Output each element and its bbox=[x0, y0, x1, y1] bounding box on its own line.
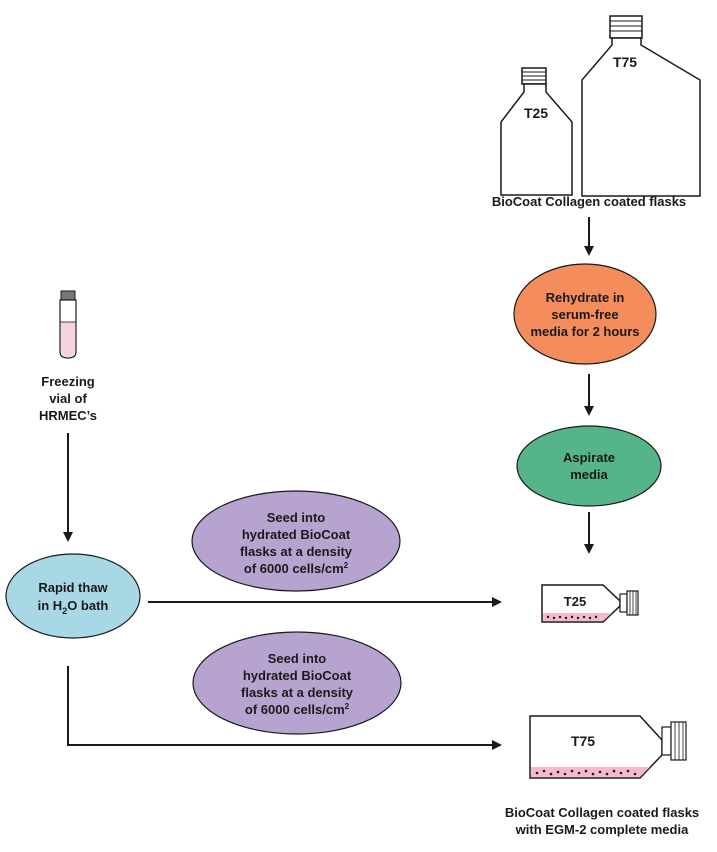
seed1-line3: flasks at a density bbox=[240, 544, 353, 559]
t75-lying-flask: T75 bbox=[529, 715, 687, 779]
seed1-line4: of 6000 cells/cm2 bbox=[244, 561, 349, 576]
t25-upright-label: T25 bbox=[524, 105, 548, 121]
seed-step-t75: Seed into hydrated BioCoat flasks at a d… bbox=[192, 631, 402, 735]
rehydrate-line1: Rehydrate in bbox=[546, 290, 625, 305]
thaw-step: Rapid thaw in H2O bath bbox=[5, 553, 141, 639]
aspirate-oval bbox=[516, 425, 662, 507]
vial-liquid bbox=[61, 322, 75, 357]
top-flasks-caption: BioCoat Collagen coated flasks bbox=[492, 194, 686, 209]
seed2-line4: of 6000 cells/cm2 bbox=[245, 702, 350, 717]
aspirate-line2: media bbox=[570, 467, 608, 482]
seed-step-t25: Seed into hydrated BioCoat flasks at a d… bbox=[191, 490, 401, 592]
bottom-caption-line1: BioCoat Collagen coated flasks bbox=[505, 805, 699, 820]
rehydrate-oval bbox=[513, 263, 657, 365]
seed1-line2: hydrated BioCoat bbox=[242, 527, 351, 542]
seed2-line2: hydrated BioCoat bbox=[243, 668, 352, 683]
t25-cells bbox=[546, 615, 598, 620]
seed-oval-2 bbox=[192, 631, 402, 735]
t75-lying-label: T75 bbox=[571, 733, 595, 749]
vial-line3: HRMEC’s bbox=[39, 408, 97, 423]
thaw-line2: in H2O bath bbox=[38, 598, 109, 616]
aspirate-line1: Aspirate bbox=[563, 450, 615, 465]
seed2-line3: flasks at a density bbox=[241, 685, 354, 700]
rehydrate-line2: serum-free bbox=[551, 307, 618, 322]
t75-media bbox=[531, 767, 650, 777]
bottom-caption-line2: with EGM-2 complete media bbox=[515, 822, 689, 837]
t75-cells bbox=[535, 769, 637, 776]
t75-upright-flask: T75 bbox=[581, 15, 701, 197]
t25-lying-flask: T25 bbox=[541, 584, 639, 623]
thaw-line1: Rapid thaw bbox=[38, 580, 108, 595]
seed-oval-1 bbox=[191, 490, 401, 592]
rehydrate-step: Rehydrate in serum-free media for 2 hour… bbox=[513, 263, 657, 365]
arrow-thaw-to-t75 bbox=[67, 666, 502, 750]
aspirate-step: Aspirate media bbox=[516, 425, 662, 507]
vial-line2: vial of bbox=[49, 391, 87, 406]
t25-lying-label: T25 bbox=[564, 594, 586, 609]
freezing-vial: Freezing vial of HRMEC’s bbox=[39, 290, 97, 423]
seed1-line1: Seed into bbox=[267, 510, 326, 525]
seed2-line1: Seed into bbox=[268, 651, 327, 666]
vial-line1: Freezing bbox=[41, 374, 95, 389]
thaw-oval bbox=[5, 553, 141, 639]
t25-upright-flask: T25 bbox=[500, 67, 573, 196]
t75-upright-label: T75 bbox=[613, 54, 637, 70]
rehydrate-line3: media for 2 hours bbox=[530, 324, 639, 339]
